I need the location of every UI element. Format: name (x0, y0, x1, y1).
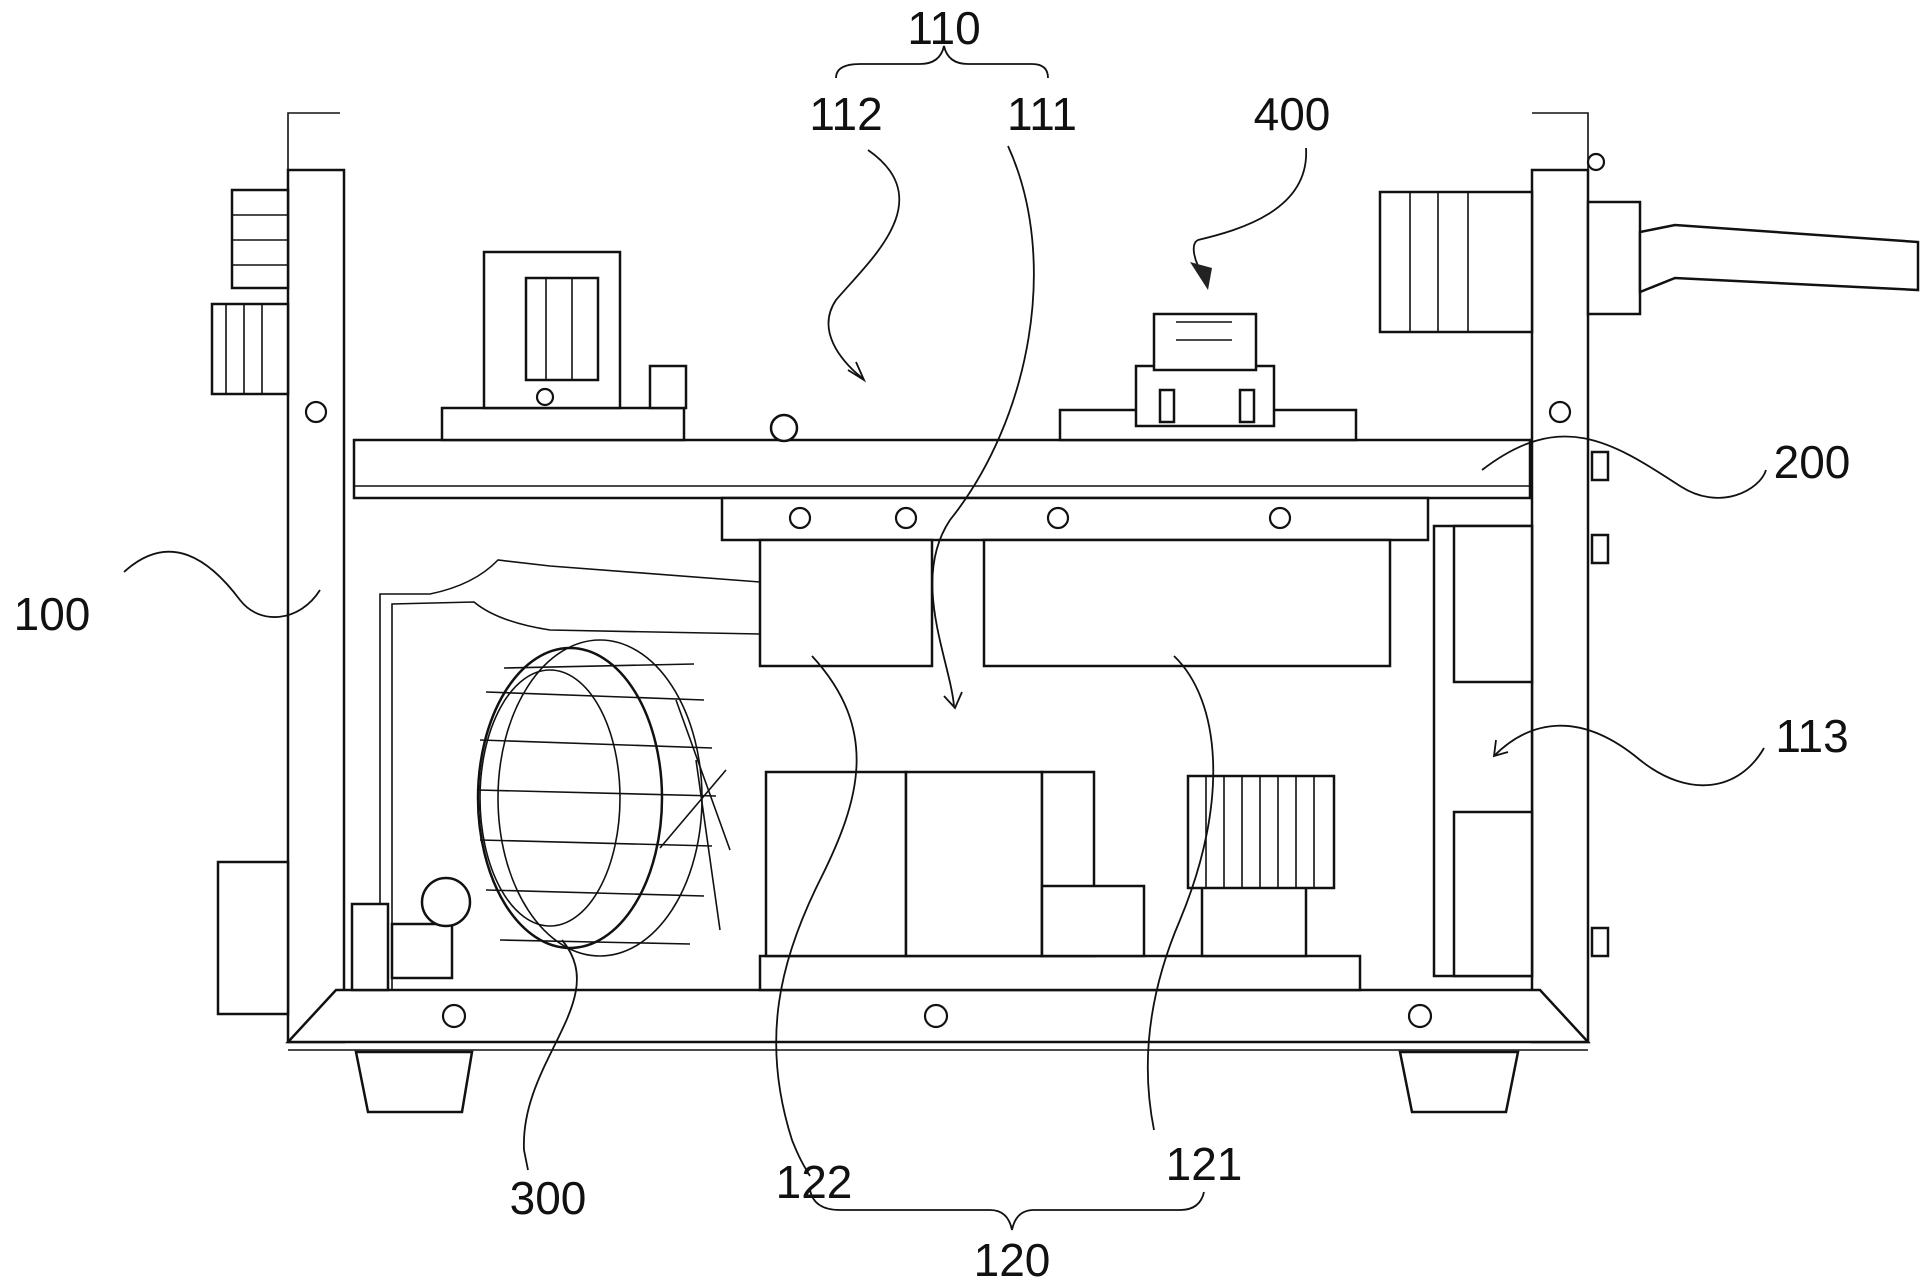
relay-core (526, 278, 598, 380)
fin-heatsink (1188, 776, 1334, 888)
label-300: 300 (510, 1172, 587, 1224)
right-plug (1588, 202, 1640, 314)
right-connector-block (1380, 192, 1532, 332)
label-113: 113 (1775, 710, 1848, 762)
right-side-knob (1592, 452, 1608, 480)
knob-lower (212, 304, 288, 394)
left-boss (218, 862, 288, 1014)
leader-300 (524, 940, 577, 1170)
power-cable (1640, 225, 1918, 292)
label-120: 120 (974, 1234, 1051, 1286)
heatsink-block-121 (984, 540, 1390, 666)
terminal-connector (352, 904, 388, 990)
terminal-ring (422, 878, 470, 926)
upper-chamber (442, 252, 1356, 441)
label-111: 111 (1007, 88, 1077, 140)
right-wall-flange (1532, 113, 1588, 170)
label-121: 121 (1166, 1138, 1243, 1190)
label-200: 200 (1774, 436, 1851, 488)
right-foot (1400, 1052, 1518, 1112)
lower-chamber (352, 526, 1532, 990)
label-400: 400 (1254, 88, 1331, 140)
brace-120 (810, 1190, 1204, 1230)
label-100: 100 (14, 588, 91, 640)
relay-terminal (650, 366, 686, 408)
ring-terminal (771, 415, 797, 441)
knob-upper (232, 190, 288, 288)
small-transformer-2 (1202, 880, 1306, 956)
screw (537, 389, 553, 405)
left-foot (356, 1052, 472, 1112)
right-side-knob (1592, 535, 1608, 563)
leader-112 (829, 150, 900, 378)
capacitor-2 (906, 772, 1042, 956)
label-122: 122 (776, 1156, 853, 1208)
partition-bracket (722, 498, 1428, 540)
left-wall-flange (288, 113, 340, 170)
leader-400 (1194, 148, 1306, 276)
label-110: 110 (907, 2, 980, 54)
label-112: 112 (809, 88, 882, 140)
right-side-knob (1592, 928, 1608, 956)
left-wall (288, 170, 344, 1042)
partition-plate (354, 440, 1530, 540)
small-transformer-1 (1042, 886, 1144, 956)
right-wall (1532, 170, 1588, 1042)
toroidal-inductor-300 (478, 640, 730, 956)
bottom-pcb (760, 956, 1360, 990)
upper-board (442, 408, 684, 440)
arrow-400 (1190, 262, 1212, 290)
heatsink-block-122 (760, 540, 932, 666)
capacitor-1 (766, 772, 906, 956)
